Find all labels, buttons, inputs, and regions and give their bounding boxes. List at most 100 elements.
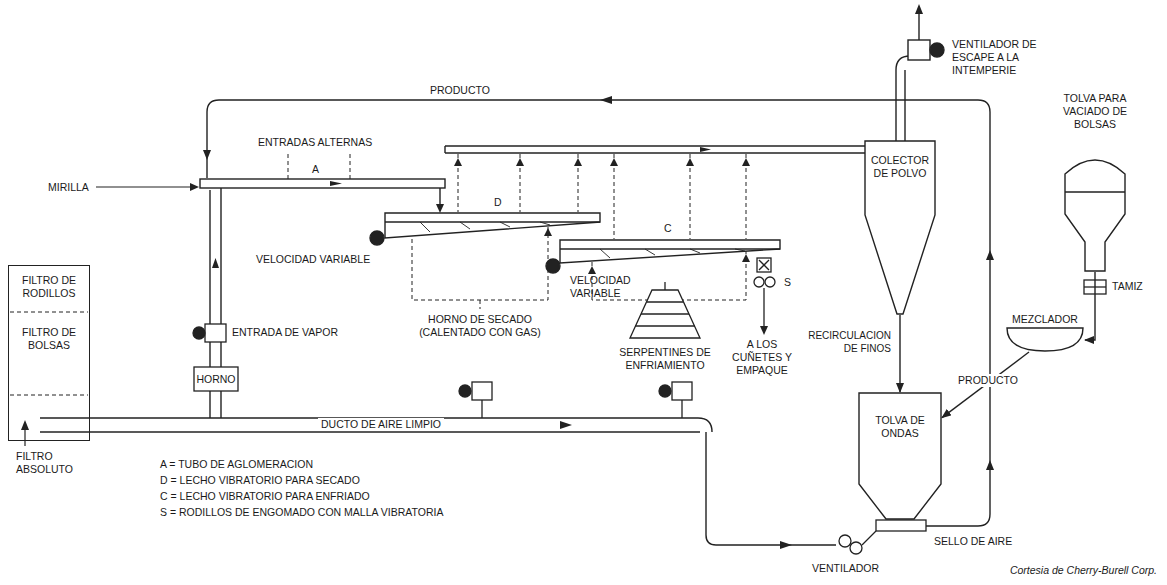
cooling-fan-part xyxy=(681,400,682,418)
process-label: FILTRO ABSOLUTO xyxy=(16,450,86,476)
process-label: SELLO DE AIRE xyxy=(934,535,1012,548)
steam-pipe-part xyxy=(212,258,219,268)
process-label: D xyxy=(494,196,502,209)
air-arrowheads-part xyxy=(574,158,582,166)
drawing-part-part xyxy=(690,249,700,253)
product-loop-part xyxy=(600,96,612,104)
absolute-filter-arrow xyxy=(21,420,29,446)
air-arrowheads-part xyxy=(544,228,552,236)
alternate-inlets-part xyxy=(350,154,351,179)
drying-bed-d-part xyxy=(385,213,600,238)
air-arrowheads-part xyxy=(610,158,618,166)
clean-air-duct-part xyxy=(40,431,700,432)
cooling-coils xyxy=(630,282,700,338)
process-label: PRODUCTO xyxy=(430,84,490,97)
product-loop-part xyxy=(986,250,994,260)
process-label: HORNO xyxy=(194,373,238,386)
figure-caption: Cortesia de Cherry-Burell Corp. xyxy=(1010,564,1157,577)
sight-glass-arrow-part xyxy=(190,183,199,191)
wave-hopper: TOLVA DE ONDAS xyxy=(858,392,942,520)
process-label: ENTRADA DE VAPOR xyxy=(232,326,338,339)
drawing-part-part xyxy=(645,249,655,255)
drawing-part xyxy=(600,249,745,258)
bed-air-lines-part xyxy=(746,154,747,239)
sight-glass-arrow xyxy=(96,183,199,191)
process-label: A LOS CUÑETES Y EMPAQUE xyxy=(722,338,802,377)
absolute-filter-arrow-part xyxy=(24,428,25,446)
cooling-bed-c-part xyxy=(560,248,780,249)
process-label: C = LECHO VIBRATORIO PARA ENFRIADO xyxy=(160,490,370,503)
cooling-bed-c-part xyxy=(546,259,560,273)
exhaust-fan-part xyxy=(915,4,923,14)
exhaust-air-duct-part xyxy=(445,152,866,153)
bag-dump-hopper: TOLVA PARA VACIADO DE BOLSAS xyxy=(1040,92,1150,272)
flow-connector xyxy=(942,352,1029,418)
mixer-outline-path xyxy=(1007,328,1083,351)
node-text: FILTRO DE RODILLOS xyxy=(13,274,85,300)
cooling-coils-part xyxy=(630,290,700,338)
exhaust-fan-part xyxy=(904,70,905,142)
dryer-fan-part xyxy=(481,400,482,418)
process-label: A = TUBO DE AGLOMERACION xyxy=(160,458,313,471)
drawing-part-part xyxy=(420,222,430,232)
dryer-fan-part xyxy=(459,385,471,397)
alternate-inlets-part xyxy=(288,154,289,179)
connector-label: PRODUCTO xyxy=(955,374,1021,387)
dryer-fan-part xyxy=(472,382,492,400)
gumming-rollers-part xyxy=(759,260,769,270)
blower-part xyxy=(850,542,862,554)
blower xyxy=(839,535,862,554)
process-label: VENTILADOR xyxy=(812,562,879,575)
bed-air-lines-part xyxy=(412,224,548,300)
air-seal xyxy=(862,520,926,545)
absolute-filter-arrow-part xyxy=(21,420,29,430)
process-label: DUCTO DE AIRE LIMPIO xyxy=(318,418,444,431)
cooling-fan-part xyxy=(672,382,692,400)
drawing-part-part xyxy=(735,249,745,251)
process-label: MIRILLA xyxy=(48,181,89,194)
gumming-rollers-part xyxy=(754,277,764,287)
steam-fan xyxy=(193,324,226,342)
clean-air-duct-part xyxy=(706,432,836,545)
blower-part xyxy=(839,535,851,547)
connector-label: RECIRCULACION DE FINOS xyxy=(796,330,894,355)
clean-air-duct-part xyxy=(780,541,792,549)
drawing-part xyxy=(420,222,550,232)
gumming-rollers-part xyxy=(760,326,768,335)
drying-bed-d-part xyxy=(385,221,600,222)
clean-air-duct-part xyxy=(40,418,712,432)
exhaust-fan xyxy=(896,4,944,142)
cooling-coils-part xyxy=(647,301,683,302)
node-text: COLECTOR DE POLVO xyxy=(867,154,933,180)
exhaust-air-duct xyxy=(445,146,866,153)
product-loop-part xyxy=(203,150,211,160)
dust-collector-outline xyxy=(855,140,945,315)
cooling-fan xyxy=(659,382,692,418)
cooling-bed-c xyxy=(546,240,780,273)
drying-bed-d-part xyxy=(370,231,384,245)
exhaust-fan-part xyxy=(918,12,919,40)
product-loop-part xyxy=(207,100,990,526)
wave-hopper-outline xyxy=(858,392,942,520)
air-arrowheads-part xyxy=(742,254,750,262)
process-label: HORNO DE SECADO (CALENTADO CON GAS) xyxy=(415,313,545,339)
steam-fan-part xyxy=(193,327,205,339)
drawing-part-part xyxy=(460,222,470,229)
drawing-part-part xyxy=(600,249,610,258)
air-seal-part xyxy=(876,520,926,531)
flow-connector xyxy=(1085,272,1095,340)
exhaust-air-duct-part xyxy=(444,146,445,153)
product-loop-part xyxy=(986,460,994,470)
cooling-coils-part xyxy=(635,325,695,326)
exhaust-fan-part xyxy=(908,40,930,60)
node-text: TOLVA DE ONDAS xyxy=(864,414,936,440)
process-label: VELOCIDAD VARIABLE xyxy=(570,274,632,300)
process-label: ENTRADAS ALTERNAS xyxy=(258,136,372,149)
agglomeration-tube xyxy=(200,179,445,213)
drawing-part-part xyxy=(500,222,510,227)
air-arrowheads-part xyxy=(742,158,750,166)
process-label: C xyxy=(664,222,672,235)
filter-dividers xyxy=(10,312,88,395)
agglomeration-tube-part xyxy=(330,181,342,186)
